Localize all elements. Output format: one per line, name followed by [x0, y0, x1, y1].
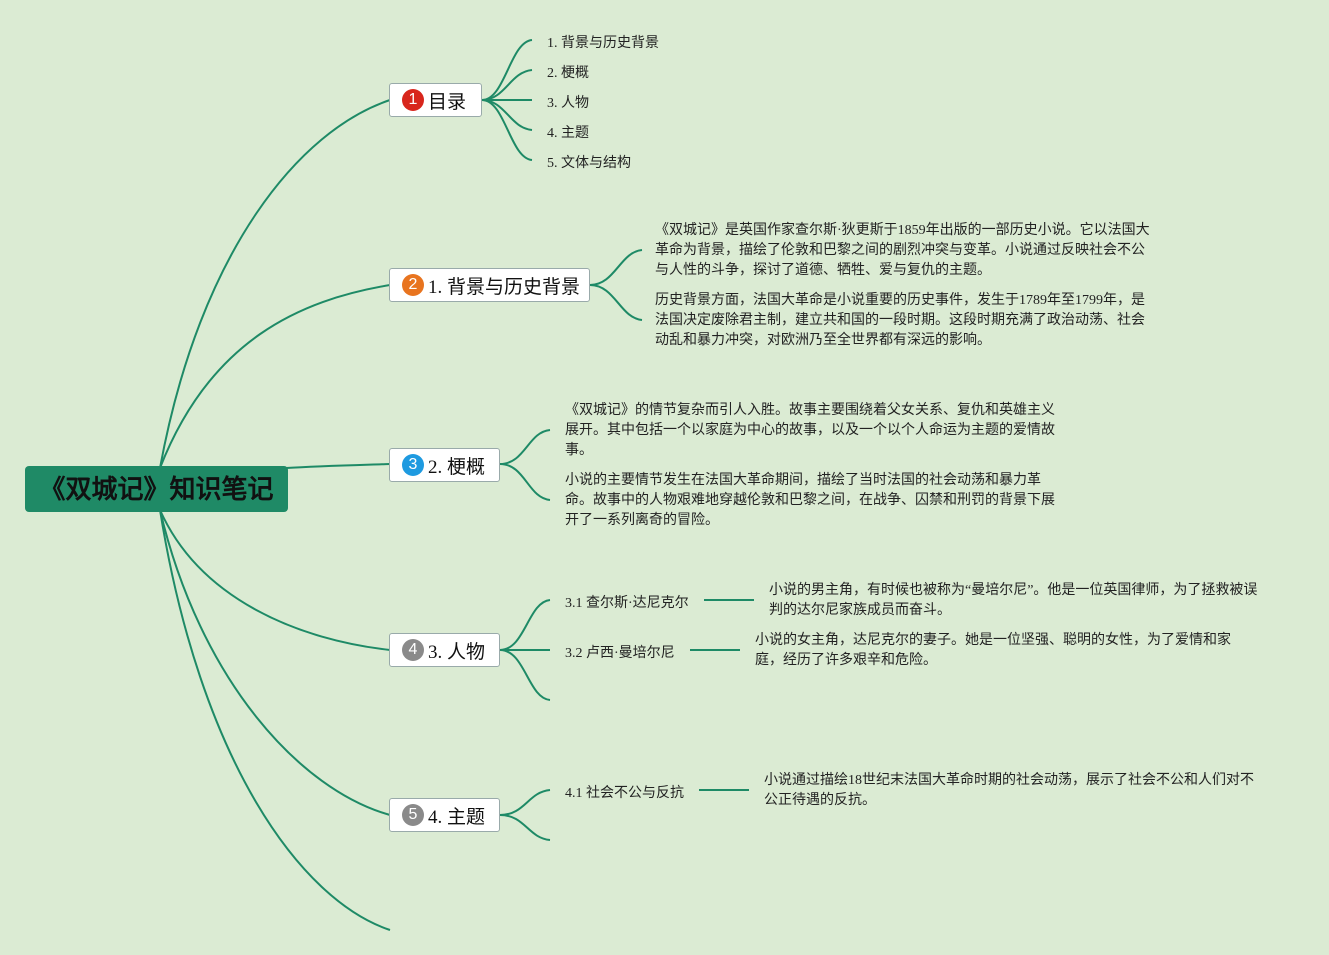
theme-name[interactable]: 4.1 社会不公与反抗 [565, 786, 684, 801]
branch-background[interactable]: 2 1. 背景与历史背景 [389, 268, 590, 302]
badge-number-icon: 3 [402, 454, 424, 476]
toc-item[interactable]: 2. 梗概 [547, 66, 589, 81]
branch-themes[interactable]: 5 4. 主题 [389, 798, 500, 832]
branch-label: 3. 人物 [428, 641, 486, 663]
root-topic[interactable]: 《双城记》知识笔记 [25, 466, 288, 512]
branch-toc[interactable]: 1 目录 [389, 83, 482, 117]
theme-description[interactable]: 小说通过描绘18世纪末法国大革命时期的社会动荡，展示了社会不公和人们对不公正待遇… [764, 773, 1254, 808]
character-name[interactable]: 3.1 查尔斯·达尼克尔 [565, 596, 689, 611]
branch-synopsis[interactable]: 3 2. 梗概 [389, 448, 500, 482]
badge-number-icon: 5 [402, 804, 424, 826]
toc-item[interactable]: 5. 文体与结构 [547, 156, 631, 171]
background-paragraph[interactable]: 历史背景方面，法国大革命是小说重要的历史事件，发生于1789年至1799年，是法… [655, 293, 1145, 348]
background-paragraph[interactable]: 《双城记》是英国作家查尔斯·狄更斯于1859年出版的一部历史小说。它以法国大革命… [655, 223, 1150, 278]
character-description[interactable]: 小说的男主角，有时候也被称为“曼培尔尼”。他是一位英国律师，为了拯救被误判的达尔… [769, 583, 1258, 618]
character-description[interactable]: 小说的女主角，达尼克尔的妻子。她是一位坚强、聪明的女性，为了爱情和家庭，经历了许… [755, 633, 1231, 668]
badge-number-icon: 4 [402, 639, 424, 661]
toc-item[interactable]: 1. 背景与历史背景 [547, 36, 659, 51]
synopsis-paragraph[interactable]: 《双城记》的情节复杂而引人入胜。故事主要围绕着父女关系、复仇和英雄主义展开。其中… [565, 403, 1055, 458]
badge-number-icon: 2 [402, 274, 424, 296]
branch-label: 1. 背景与历史背景 [428, 276, 581, 298]
branch-label: 2. 梗概 [428, 456, 486, 478]
branch-characters[interactable]: 4 3. 人物 [389, 633, 500, 667]
toc-item[interactable]: 3. 人物 [547, 96, 589, 111]
branch-label: 4. 主题 [428, 806, 486, 828]
synopsis-paragraph[interactable]: 小说的主要情节发生在法国大革命期间，描绘了当时法国的社会动荡和暴力革命。故事中的… [565, 473, 1055, 528]
character-name[interactable]: 3.2 卢西·曼培尔尼 [565, 646, 675, 661]
badge-number-icon: 1 [402, 89, 424, 111]
toc-item[interactable]: 4. 主题 [547, 126, 589, 141]
branch-label: 目录 [428, 91, 467, 113]
